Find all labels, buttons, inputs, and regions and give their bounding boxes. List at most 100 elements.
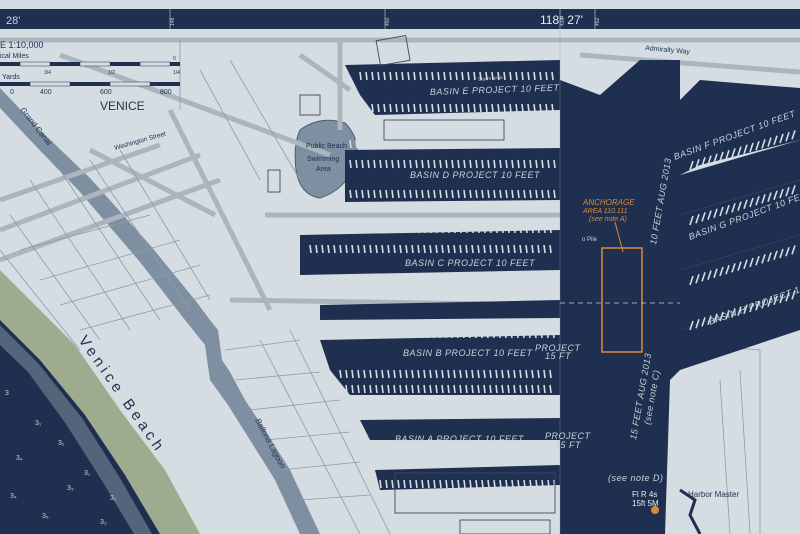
slip-line: [773, 295, 778, 306]
anchorage-label-2: AREA 110.111: [582, 208, 628, 215]
slip-line: [361, 139, 364, 149]
shoreline-rocks: [679, 488, 702, 534]
slip-line: [459, 384, 462, 394]
slip-line: [459, 224, 462, 234]
slip-line: [315, 224, 318, 234]
slip-line: [379, 454, 382, 464]
slip-line: [471, 369, 474, 379]
slip-line: [401, 71, 404, 81]
slip-line: [731, 203, 736, 213]
slip-line: [389, 103, 392, 113]
project-15-b-2: 15 FT: [545, 351, 572, 361]
tick-430: 430: [560, 17, 566, 26]
slip-line: [363, 384, 366, 394]
slip-line: [411, 369, 414, 379]
slip-line: [369, 369, 372, 379]
slip-line: [379, 479, 382, 489]
slip-line: [391, 139, 394, 149]
slip-line: [456, 329, 459, 339]
slip-line: [447, 287, 450, 297]
slip-line: [385, 189, 388, 199]
slip-line: [761, 254, 766, 264]
tick-452: 452: [595, 17, 601, 26]
hatched-buildings: [267, 35, 556, 534]
slip-line: [447, 224, 450, 234]
slip-line: [483, 409, 486, 419]
slip-line: [743, 259, 748, 270]
slip-line: [475, 189, 478, 199]
project-15-a-1: PROJECT: [545, 431, 592, 441]
slip-line: [537, 287, 540, 297]
slip-line: [469, 139, 472, 149]
slip-line: [379, 159, 382, 169]
slip-line: [480, 329, 483, 339]
slip-line: [499, 139, 502, 149]
slip-line: [429, 369, 432, 379]
slip-line: [483, 369, 486, 379]
slip-line: [507, 287, 510, 297]
slip-line: [361, 189, 364, 199]
slip-line: [429, 224, 432, 234]
slip-line: [339, 224, 342, 234]
slip-line: [357, 287, 360, 297]
slip-line: [519, 369, 522, 379]
slip-line: [489, 287, 492, 297]
slip-line: [403, 139, 406, 149]
slip-line: [465, 287, 468, 297]
slip-line: [525, 244, 528, 254]
slip-line: [357, 224, 360, 234]
slip-line: [391, 479, 394, 489]
slip-line: [385, 159, 388, 169]
slip-line: [695, 273, 700, 284]
slip-line: [381, 384, 384, 394]
slip-line: [450, 329, 453, 339]
slip-line: [773, 190, 778, 201]
slip-line: [511, 479, 514, 489]
slip-line: [537, 224, 540, 234]
slip-line: [455, 103, 458, 113]
surf-zone: [0, 325, 152, 534]
slip-line: [375, 409, 378, 419]
slip-line: [471, 384, 474, 394]
slip-line: [535, 189, 538, 199]
slip-line: [501, 287, 504, 297]
boat-slips: [309, 71, 796, 489]
slip-line: [375, 224, 378, 234]
slip-line: [403, 189, 406, 199]
slip-line: [409, 139, 412, 149]
slip-line: [507, 409, 510, 419]
slip-line: [523, 454, 526, 464]
slip-line: [425, 71, 428, 81]
slip-line: [459, 244, 462, 254]
slip-line: [381, 369, 384, 379]
slip-line: [473, 71, 476, 81]
slip-line: [393, 287, 396, 297]
slip-line: [431, 103, 434, 113]
slip-line: [359, 71, 362, 81]
slip-line: [373, 189, 376, 199]
slip-line: [516, 329, 519, 339]
slip-line: [369, 244, 372, 254]
slip-line: [463, 189, 466, 199]
slip-line: [552, 329, 555, 339]
basin-e-label: BASIN E PROJECT 10 FEET: [430, 82, 561, 97]
slip-line: [535, 139, 538, 149]
slip-line: [507, 224, 510, 234]
slip-line: [463, 479, 466, 489]
slip-line: [433, 189, 436, 199]
slip-line: [445, 454, 448, 464]
slip-line: [390, 329, 393, 339]
slip-line: [345, 244, 348, 254]
slip-line: [405, 287, 408, 297]
slip-line: [755, 255, 760, 266]
slip-line: [415, 139, 418, 149]
slip-line: [351, 224, 354, 234]
grand-canal: [0, 88, 230, 380]
slip-line: [321, 224, 324, 234]
slip-line: [453, 287, 456, 297]
slip-line: [381, 409, 384, 419]
slip-line: [487, 454, 490, 464]
slip-line: [355, 189, 358, 199]
light-marker[interactable]: [651, 506, 659, 514]
